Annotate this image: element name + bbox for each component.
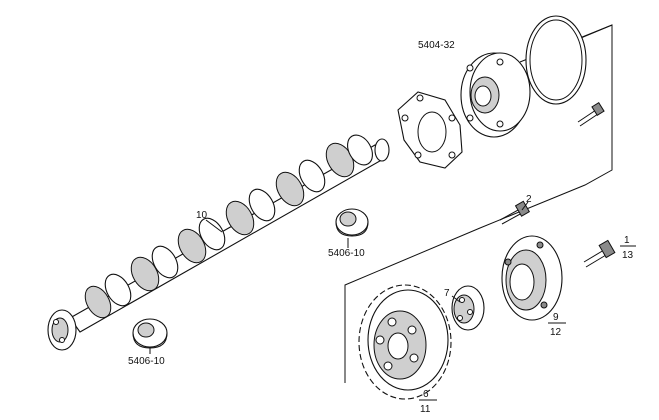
camshaft-gear xyxy=(358,284,452,400)
label-bolt-large-top: 1 xyxy=(624,235,630,246)
bearing-shell-lower xyxy=(132,318,168,349)
gasket-plate xyxy=(397,91,463,169)
bolt-2 xyxy=(499,200,531,225)
label-plate-bottom: 12 xyxy=(550,327,562,338)
cam-lobes xyxy=(84,134,373,319)
label-bolt-large-bottom: 13 xyxy=(622,250,634,261)
housing-bolt xyxy=(577,101,605,127)
label-camshaft: 10 xyxy=(196,210,208,221)
label-bolt-small: 2 xyxy=(526,194,532,205)
label-bearing-upper: 5406-10 xyxy=(328,248,365,259)
leader-lines xyxy=(149,201,529,354)
label-hub: 7 xyxy=(444,288,450,299)
label-housing: 5404-32 xyxy=(418,40,455,51)
thrust-plate xyxy=(501,235,563,321)
label-bearing-lower: 5406-10 xyxy=(128,356,165,367)
bearing-shell-upper xyxy=(335,208,369,237)
label-gear-top: 6 xyxy=(423,389,429,400)
label-gear-bottom: 11 xyxy=(420,404,431,415)
bolt-1-13 xyxy=(583,239,616,268)
gear-hub xyxy=(451,285,485,331)
camshaft xyxy=(47,134,390,351)
label-plate-top: 9 xyxy=(553,312,559,323)
fraction-bars xyxy=(419,245,636,401)
camshaft-housing xyxy=(460,52,531,138)
o-ring xyxy=(525,15,587,105)
